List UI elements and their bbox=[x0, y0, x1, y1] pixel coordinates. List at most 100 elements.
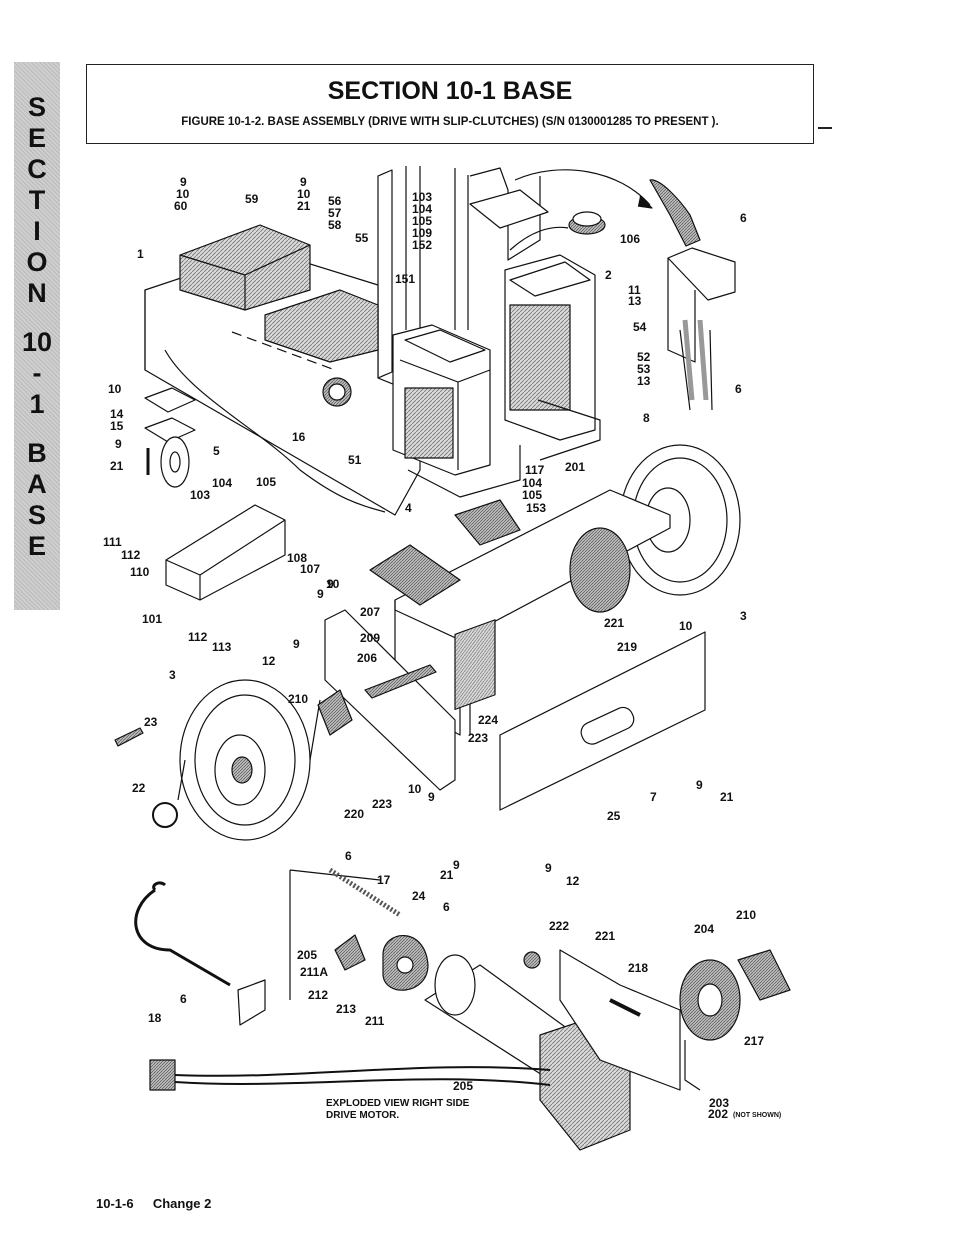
callout-label: 57 bbox=[328, 206, 342, 220]
callout-label: 24 bbox=[412, 889, 426, 903]
callout-label: 221 bbox=[604, 616, 624, 630]
side-tab-letter: E bbox=[27, 531, 46, 561]
callout-label: 9 bbox=[180, 175, 187, 189]
callout-label: 21 bbox=[110, 459, 124, 473]
callout-label: 8 bbox=[643, 411, 650, 425]
callout-label: 203 bbox=[709, 1096, 729, 1110]
callout-label: 211A bbox=[300, 965, 328, 979]
callout-label: 51 bbox=[348, 453, 362, 467]
latch-assembly bbox=[667, 247, 736, 301]
note-exploded-view: EXPLODED VIEW RIGHT SIDE bbox=[326, 1098, 470, 1109]
callout-label: 10 bbox=[326, 577, 340, 591]
callout-label: 7 bbox=[650, 790, 657, 804]
callout-label: 12 bbox=[262, 654, 276, 668]
note-not-shown: (NOT SHOWN) bbox=[733, 1112, 781, 1119]
callout-label: 105 bbox=[256, 475, 276, 489]
callout-label: 10 bbox=[408, 782, 422, 796]
side-tab-letter: 10 bbox=[21, 327, 53, 357]
callout-label: 111 bbox=[103, 535, 122, 549]
callout-label: 60 bbox=[174, 199, 188, 213]
callout-label: 218 bbox=[628, 961, 648, 975]
callout-label: 9 bbox=[115, 437, 122, 451]
callout-label: 9 bbox=[453, 858, 460, 872]
label-202: 202 bbox=[708, 1107, 728, 1121]
callout-label: 205 bbox=[453, 1079, 473, 1093]
side-tab-letter: T bbox=[28, 185, 46, 215]
callout-label: 113 bbox=[212, 640, 232, 654]
callout-label: 219 bbox=[617, 640, 637, 654]
battery-left bbox=[179, 224, 311, 311]
callout-label: 217 bbox=[744, 1034, 764, 1048]
callout-label: 56 bbox=[328, 194, 342, 208]
callout-label: 104 bbox=[212, 476, 232, 490]
side-tab-letter: O bbox=[26, 247, 48, 277]
caster-wheel bbox=[160, 436, 190, 488]
callout-label: 13 bbox=[628, 294, 642, 308]
callout-label: 105 bbox=[522, 488, 542, 502]
section-header: SECTION 10-1 BASE FIGURE 10-1-2. BASE AS… bbox=[86, 64, 814, 144]
side-tab-letter: S bbox=[27, 500, 46, 530]
callout-label: 223 bbox=[372, 797, 392, 811]
callout-label: 6 bbox=[443, 900, 450, 914]
callout-label: 117 bbox=[525, 463, 545, 477]
caster-plate bbox=[144, 387, 196, 413]
callout-label: 104 bbox=[522, 476, 542, 490]
page-footer: 10-1-6 Change 2 bbox=[96, 1196, 211, 1211]
figure-caption: FIGURE 10-1-2. BASE ASSEMBLY (DRIVE WITH… bbox=[181, 116, 719, 128]
page-number: 10-1-6 bbox=[96, 1196, 134, 1211]
callout-label: 6 bbox=[345, 849, 352, 863]
callout-label: 109 bbox=[412, 226, 432, 240]
callout-label: 9 bbox=[545, 861, 552, 875]
callout-label: 9 bbox=[428, 790, 435, 804]
bracket-101 bbox=[165, 504, 286, 601]
callout-label: 107 bbox=[300, 562, 320, 576]
callout-label: 15 bbox=[110, 419, 124, 433]
header-dash bbox=[818, 127, 832, 129]
callout-label: 4 bbox=[405, 501, 412, 515]
callout-label: 14 bbox=[110, 407, 124, 421]
bracket-plate bbox=[469, 189, 549, 229]
side-tab-letter: - bbox=[32, 358, 42, 388]
side-tab-letter: B bbox=[27, 438, 47, 468]
callout-label: 52 bbox=[637, 350, 651, 364]
side-tab-letter: A bbox=[27, 469, 47, 499]
callout-label: 103 bbox=[412, 190, 432, 204]
callout-label: 205 bbox=[297, 948, 317, 962]
callout-label: 201 bbox=[565, 460, 585, 474]
callout-label: 23 bbox=[144, 715, 158, 729]
callout-label: 152 bbox=[412, 238, 432, 252]
callout-label: 25 bbox=[607, 809, 621, 823]
callout-label: 221 bbox=[595, 929, 615, 943]
callout-label: 224 bbox=[478, 713, 498, 727]
callout-label: 16 bbox=[292, 430, 306, 444]
callout-label: 103 bbox=[190, 488, 210, 502]
side-tab-letter: I bbox=[33, 216, 41, 246]
change-label: Change 2 bbox=[152, 1196, 212, 1211]
callout-label: 104 bbox=[412, 202, 432, 216]
callout-label: 153 bbox=[526, 501, 546, 515]
callout-label: 55 bbox=[355, 231, 369, 245]
callout-label: 213 bbox=[336, 1002, 356, 1016]
callout-label: 204 bbox=[694, 922, 714, 936]
callout-label: 53 bbox=[637, 362, 651, 376]
callout-label: 206 bbox=[357, 651, 377, 665]
callout-label: 207 bbox=[360, 605, 380, 619]
callout-label: 212 bbox=[308, 988, 328, 1002]
callout-label: 17 bbox=[377, 873, 391, 887]
callout-label: 9 bbox=[327, 577, 334, 591]
callout-label: 12 bbox=[566, 874, 580, 888]
callout-label: 5 bbox=[213, 444, 220, 458]
callout-label: 6 bbox=[180, 992, 187, 1006]
side-tab-letter: N bbox=[27, 278, 47, 308]
callout-label: 54 bbox=[633, 320, 647, 334]
callout-label: 211 bbox=[365, 1014, 385, 1028]
callout-label: 223 bbox=[468, 731, 488, 745]
callout-label: 220 bbox=[344, 807, 364, 821]
callout-label: 9 bbox=[293, 637, 300, 651]
callout-label: 112 bbox=[188, 630, 208, 644]
cable bbox=[134, 888, 231, 987]
callout-label: 2 bbox=[605, 268, 612, 282]
callout-label: 21 bbox=[297, 199, 311, 213]
callout-label: 112 bbox=[121, 548, 141, 562]
